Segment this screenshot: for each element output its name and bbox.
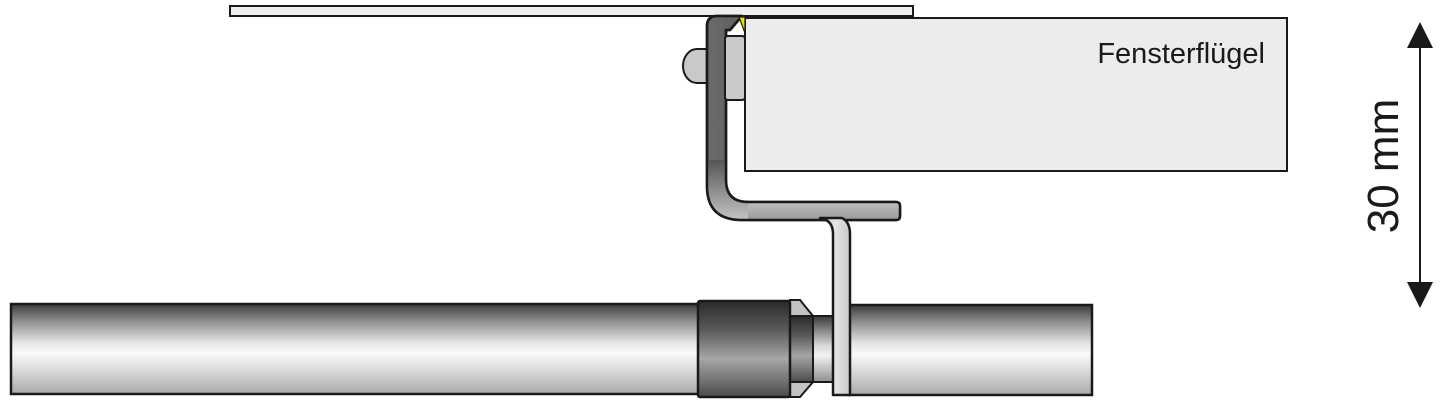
dimension-label: 30 mm	[1359, 99, 1408, 233]
window-sash	[744, 17, 1288, 172]
bracket-drop-strip	[818, 216, 852, 397]
dimension-arrow	[1407, 22, 1433, 308]
sash-label: Fensterflügel	[1097, 38, 1265, 70]
screw-head	[682, 48, 708, 84]
curtain-rod-right	[847, 303, 1094, 397]
rod-end-taper-band	[789, 315, 814, 383]
bracket-outline	[705, 14, 902, 222]
arrow-down-icon	[1407, 282, 1433, 308]
window-frame-plate	[229, 5, 914, 17]
wedge	[738, 16, 746, 34]
curtain-rod-left	[9, 302, 703, 396]
arrow-up-icon	[1407, 22, 1433, 48]
clamp-block	[724, 35, 746, 101]
rod-end-sleeve	[696, 299, 792, 399]
